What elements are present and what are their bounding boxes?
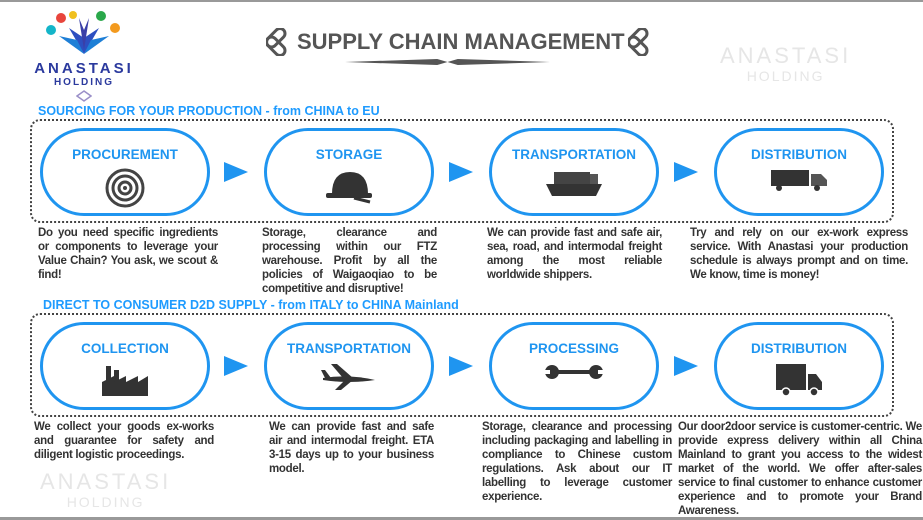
- page-title-text: SUPPLY CHAIN MANAGEMENT: [297, 29, 625, 54]
- step-label: COLLECTION: [81, 341, 169, 356]
- chain-link-icon: [627, 28, 649, 56]
- section2-title: DIRECT TO CONSUMER D2D SUPPLY - from ITA…: [43, 298, 459, 312]
- arrow-right-icon: [224, 356, 248, 376]
- watermark-name: ANASTASI: [40, 469, 172, 494]
- step-description: We can provide fast and safe air, sea, r…: [487, 227, 662, 281]
- wrench-icon: [492, 362, 656, 382]
- page-title: SUPPLY CHAIN MANAGEMENT: [266, 28, 656, 56]
- step-collection: COLLECTION: [40, 322, 210, 410]
- step-label: DISTRIBUTION: [751, 147, 847, 162]
- arrow-right-icon: [449, 356, 473, 376]
- company-logo: ANASTASI HOLDING: [34, 10, 134, 107]
- step-label: TRANSPORTATION: [287, 341, 411, 356]
- watermark-sub: HOLDING: [66, 494, 145, 510]
- logo-sub: HOLDING: [53, 77, 115, 88]
- step-description: Try and rely on our ex-work express serv…: [690, 227, 908, 281]
- step-storage: STORAGE: [264, 128, 434, 216]
- target-icon: [43, 168, 207, 208]
- step-label: PROCUREMENT: [72, 147, 178, 162]
- title-underline: [345, 59, 550, 65]
- step-distribution: DISTRIBUTION: [714, 322, 884, 410]
- step-processing: PROCESSING: [489, 322, 659, 410]
- step-label: STORAGE: [315, 147, 383, 162]
- arrow-right-icon: [224, 162, 248, 182]
- truck-icon: [717, 168, 881, 192]
- logo-ornament-icon: [75, 90, 93, 102]
- step-description: Do you need specific ingredients or comp…: [38, 227, 218, 281]
- step-description: Storage, clearance and processing includ…: [482, 421, 672, 503]
- lotus-icon: [46, 11, 120, 54]
- step-description: Our door2door service is customer-centri…: [678, 421, 922, 517]
- airplane-icon: [267, 362, 431, 392]
- step-description: Storage, clearance and processing within…: [262, 227, 437, 295]
- cargo-ship-icon: [492, 168, 656, 198]
- step-description: We collect your goods ex-works and guara…: [34, 421, 214, 461]
- hard-hat-icon: [267, 168, 431, 204]
- step-transportation: TRANSPORTATION: [264, 322, 434, 410]
- watermark-name: ANASTASI: [720, 43, 852, 68]
- step-description: We can provide fast and safe air and int…: [269, 421, 434, 475]
- step-label: DISTRIBUTION: [751, 341, 847, 356]
- step-label: TRANSPORTATION: [512, 147, 636, 162]
- arrow-right-icon: [674, 356, 698, 376]
- section2-frame: [30, 313, 894, 417]
- chain-link-icon: [266, 28, 287, 56]
- factory-icon: [43, 362, 207, 398]
- arrow-right-icon: [674, 162, 698, 182]
- delivery-truck-icon: [717, 362, 881, 398]
- section1-title: SOURCING FOR YOUR PRODUCTION - from CHIN…: [38, 104, 380, 118]
- step-distribution: DISTRIBUTION: [714, 128, 884, 216]
- step-label: PROCESSING: [528, 341, 620, 356]
- step-procurement: PROCUREMENT: [40, 128, 210, 216]
- arrow-right-icon: [449, 162, 473, 182]
- logo-name: ANASTASI: [34, 60, 134, 77]
- step-transportation: TRANSPORTATION: [489, 128, 659, 216]
- watermark-sub: HOLDING: [746, 68, 825, 84]
- section1-frame: [30, 119, 894, 223]
